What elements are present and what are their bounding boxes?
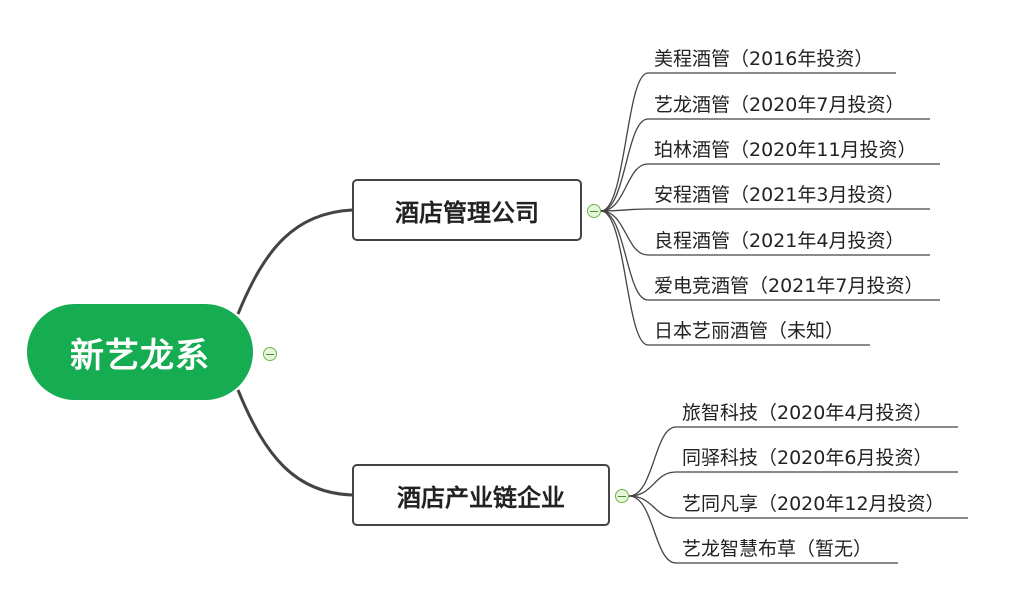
leaf-connector bbox=[600, 118, 649, 212]
leaf-connector bbox=[600, 210, 649, 301]
leaf-node[interactable]: 日本艺丽酒管（未知） bbox=[654, 320, 845, 342]
branch-node-label: 酒店产业链企业 bbox=[397, 483, 565, 512]
collapse-minus-icon[interactable] bbox=[263, 347, 277, 361]
leaf-connector bbox=[628, 495, 677, 519]
leaf-node[interactable]: 美程酒管（2016年投资） bbox=[654, 48, 874, 70]
root-node[interactable]: 新艺龙系 bbox=[27, 304, 253, 400]
leaf-connectors-branch-1 bbox=[600, 72, 940, 346]
leaf-node[interactable]: 旅智科技（2020年4月投资） bbox=[682, 402, 933, 424]
leaf-connector bbox=[628, 426, 677, 497]
root-node-label: 新艺龙系 bbox=[70, 335, 210, 376]
leaf-node[interactable]: 良程酒管（2021年4月投资） bbox=[654, 230, 905, 252]
branch-node-hotel-industry-chain[interactable]: 酒店产业链企业 bbox=[352, 464, 610, 526]
leaf-connector bbox=[600, 210, 649, 346]
leaf-node[interactable]: 艺龙智慧布草（暂无） bbox=[682, 538, 873, 560]
leaf-node[interactable]: 爱电竞酒管（2021年7月投资） bbox=[654, 275, 924, 297]
leaf-node[interactable]: 艺同凡享（2020年12月投资） bbox=[682, 493, 945, 515]
connector-root-branch-1 bbox=[236, 208, 353, 315]
leaf-connector bbox=[600, 210, 649, 256]
leaf-node[interactable]: 艺龙酒管（2020年7月投资） bbox=[654, 94, 905, 116]
leaf-connectors-branch-2 bbox=[628, 426, 968, 564]
branch-node-label: 酒店管理公司 bbox=[395, 198, 539, 227]
leaf-node[interactable]: 同驿科技（2020年6月投资） bbox=[682, 447, 933, 469]
leaf-node[interactable]: 安程酒管（2021年3月投资） bbox=[654, 184, 905, 206]
branch-node-hotel-management[interactable]: 酒店管理公司 bbox=[352, 179, 582, 241]
leaf-connector bbox=[600, 208, 649, 212]
leaf-connector bbox=[628, 471, 677, 497]
leaf-connector bbox=[600, 163, 649, 212]
leaf-connector bbox=[600, 72, 649, 212]
leaf-node[interactable]: 珀林酒管（2020年11月投资） bbox=[654, 139, 917, 161]
connector-root-branch-2 bbox=[236, 389, 353, 497]
collapse-minus-icon[interactable] bbox=[587, 204, 601, 218]
leaf-connector bbox=[628, 495, 677, 564]
collapse-minus-icon[interactable] bbox=[615, 489, 629, 503]
